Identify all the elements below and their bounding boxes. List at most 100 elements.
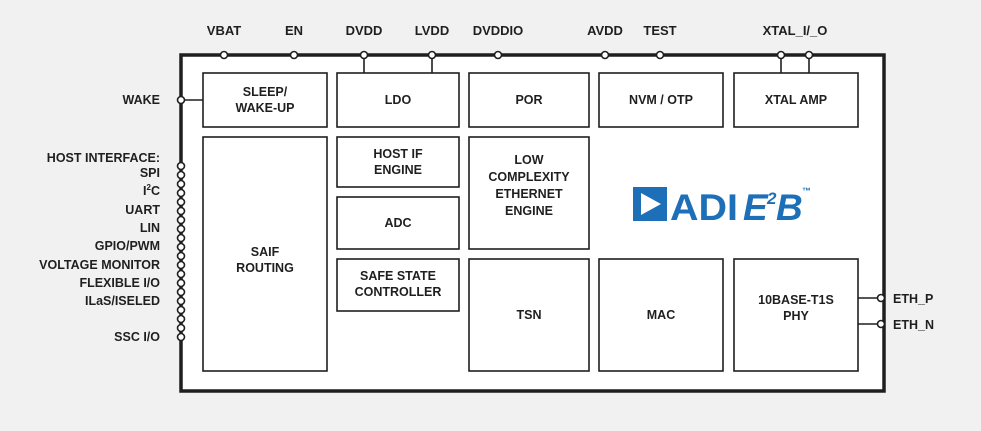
block-phy: 10BASE-T1S PHY bbox=[733, 258, 859, 372]
pin-dot-en bbox=[289, 50, 299, 60]
logo-product-e: E bbox=[743, 187, 769, 228]
block-por: POR bbox=[468, 72, 590, 128]
pin-dot-host-4 bbox=[176, 188, 186, 198]
pin-dot-host-17 bbox=[176, 305, 186, 315]
pin-label-en: EN bbox=[285, 23, 303, 38]
pin-dot-eth-p bbox=[876, 293, 886, 303]
right-pin-eth-n: ETH_N bbox=[858, 318, 934, 332]
pin-dot-host-18 bbox=[176, 314, 186, 324]
pin-dot-lvdd bbox=[427, 50, 437, 60]
pin-dot-avdd bbox=[600, 50, 610, 60]
top-pin-test: TEST bbox=[643, 23, 677, 60]
block-lcee-line2: COMPLEXITY bbox=[488, 170, 570, 184]
block-safe-state-controller-line2: CONTROLLER bbox=[355, 285, 442, 299]
block-por-label: POR bbox=[515, 93, 542, 107]
pin-dot-host-3 bbox=[176, 179, 186, 189]
logo-product-sup: 2 bbox=[766, 189, 777, 208]
block-nvm-otp-box bbox=[598, 72, 724, 128]
pin-label-i2c-sup: 2 bbox=[147, 183, 152, 192]
pin-dot-host-2 bbox=[176, 170, 186, 180]
pin-dot-dvddio bbox=[493, 50, 503, 60]
pin-label-wake: WAKE bbox=[123, 93, 161, 107]
block-xtal-amp-box bbox=[733, 72, 859, 128]
block-host-if-engine-line2: ENGINE bbox=[374, 163, 422, 177]
block-host-if-engine-line1: HOST IF bbox=[373, 147, 423, 161]
left-pin-wake: WAKE bbox=[123, 93, 203, 107]
top-pin-dvddio: DVDDIO bbox=[473, 23, 524, 60]
pin-dot-vbat bbox=[219, 50, 229, 60]
block-mac-box bbox=[598, 258, 724, 372]
pin-dot-eth-n bbox=[876, 319, 886, 329]
block-saif-routing-line1: SAIF bbox=[251, 245, 280, 259]
pin-label-voltage-monitor: VOLTAGE MONITOR bbox=[39, 258, 160, 272]
block-lcee-line3: ETHERNET bbox=[495, 187, 563, 201]
top-pin-vbat: VBAT bbox=[207, 23, 241, 60]
block-saif-routing: SAIF ROUTING bbox=[202, 136, 328, 372]
pin-dot-test bbox=[655, 50, 665, 60]
block-tsn-label: TSN bbox=[517, 308, 542, 322]
pin-label-ssc-io: SSC I/O bbox=[114, 330, 160, 344]
pin-dot-dvdd bbox=[359, 50, 369, 60]
pin-label-eth-n: ETH_N bbox=[893, 318, 934, 332]
block-sleep-wakeup-line1: SLEEP/ bbox=[243, 85, 288, 99]
block-tsn: TSN bbox=[468, 258, 590, 372]
block-safe-state-controller-box bbox=[336, 258, 460, 312]
block-safe-state-controller: SAFE STATE CONTROLLER bbox=[336, 258, 460, 312]
block-ldo-box bbox=[336, 72, 460, 128]
pin-dot-host-19 bbox=[176, 323, 186, 333]
pin-label-dvddio: DVDDIO bbox=[473, 23, 524, 38]
left-host-pins: SPI I2C UART LIN GPIO/PWM VOLTAGE MONITO… bbox=[39, 161, 186, 344]
pin-label-uart: UART bbox=[125, 203, 160, 217]
pin-label-dvdd: DVDD bbox=[346, 23, 383, 38]
pin-label-avdd: AVDD bbox=[587, 23, 623, 38]
block-tsn-box bbox=[468, 258, 590, 372]
pin-dot-host-6 bbox=[176, 206, 186, 216]
adi-triangle-icon bbox=[633, 187, 667, 221]
top-pin-lvdd: LVDD bbox=[415, 23, 449, 73]
pin-label-spi: SPI bbox=[140, 166, 160, 180]
logo-triangle bbox=[641, 193, 661, 215]
top-pin-avdd: AVDD bbox=[587, 23, 623, 60]
block-phy-line1: 10BASE-T1S bbox=[758, 293, 834, 307]
adi-e2b-logo: ADI E 2 B ™ bbox=[633, 186, 811, 228]
pin-label-test: TEST bbox=[643, 23, 676, 38]
pin-dot-host-9 bbox=[176, 233, 186, 243]
pin-dot-host-13 bbox=[176, 269, 186, 279]
pin-dot-host-7 bbox=[176, 215, 186, 225]
pin-dot-host-14 bbox=[176, 278, 186, 288]
block-host-if-engine: HOST IF ENGINE bbox=[336, 136, 460, 188]
block-adc: ADC bbox=[336, 196, 460, 250]
block-sleep-wakeup: SLEEP/ WAKE-UP bbox=[202, 72, 328, 128]
block-xtal-amp: XTAL AMP bbox=[733, 72, 859, 128]
block-xtal-amp-label: XTAL AMP bbox=[765, 93, 827, 107]
logo-brand-text: ADI bbox=[670, 187, 738, 228]
pin-label-gpio-pwm: GPIO/PWM bbox=[95, 239, 160, 253]
pin-label-lin: LIN bbox=[140, 221, 160, 235]
top-pin-xtal: XTAL_I/_O bbox=[763, 23, 828, 73]
pin-label-lvdd: LVDD bbox=[415, 23, 449, 38]
pin-label-ilas-iseled: ILaS/ISELED bbox=[85, 294, 160, 308]
block-adc-box bbox=[336, 196, 460, 250]
pin-dot-host-5 bbox=[176, 197, 186, 207]
pin-label-i2c-i: I bbox=[143, 184, 146, 198]
pin-label-i2c: I2C bbox=[143, 183, 160, 198]
pin-dot-xtal-o bbox=[804, 50, 814, 60]
block-sleep-wakeup-box bbox=[202, 72, 328, 128]
block-por-box bbox=[468, 72, 590, 128]
pin-dot-xtal-i bbox=[776, 50, 786, 60]
block-nvm-otp-label: NVM / OTP bbox=[629, 93, 693, 107]
pin-dot-host-12 bbox=[176, 260, 186, 270]
logo-product-b: B bbox=[776, 187, 803, 228]
block-nvm-otp: NVM / OTP bbox=[598, 72, 724, 128]
pin-label-xtal: XTAL_I/_O bbox=[763, 23, 828, 38]
block-saif-routing-line2: ROUTING bbox=[236, 261, 294, 275]
top-pin-dvdd: DVDD bbox=[346, 23, 383, 73]
pin-dot-host-11 bbox=[176, 251, 186, 261]
pin-dot-host-10 bbox=[176, 242, 186, 252]
block-ldo-label: LDO bbox=[385, 93, 412, 107]
block-lcee-line1: LOW bbox=[514, 153, 543, 167]
block-phy-box bbox=[733, 258, 859, 372]
block-ldo: LDO bbox=[336, 72, 460, 128]
block-safe-state-controller-line1: SAFE STATE bbox=[360, 269, 436, 283]
